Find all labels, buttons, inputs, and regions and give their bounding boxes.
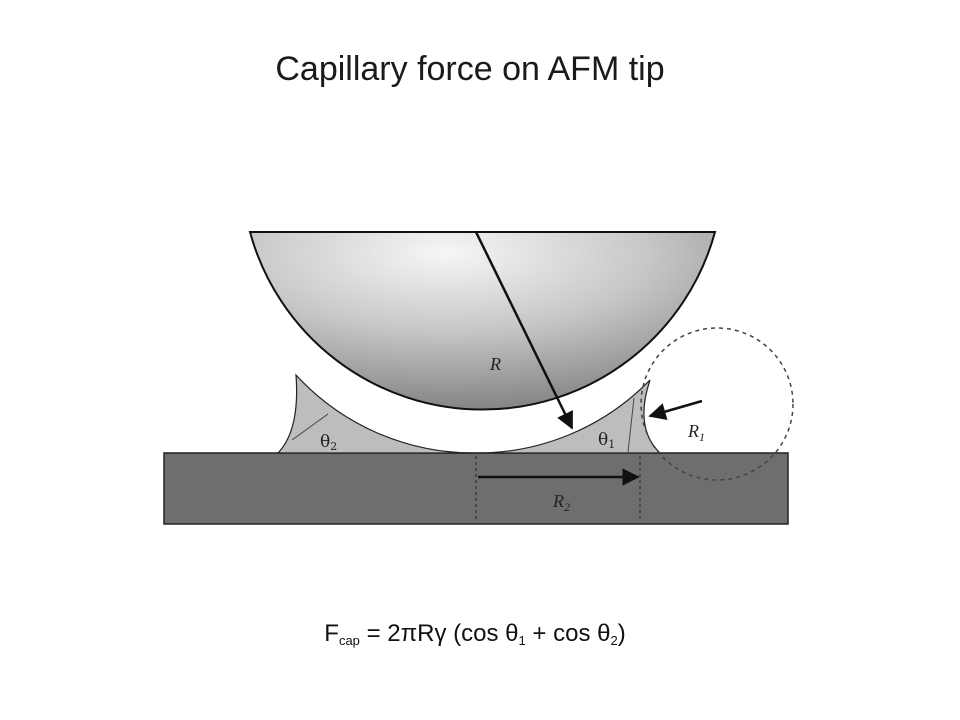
capillary-force-formula: Fcap = 2πRγ (cos θ1 + cos θ2) (0, 620, 950, 648)
formula-theta1-subscript: 1 (518, 633, 526, 648)
formula-cap-subscript: cap (338, 633, 360, 648)
formula-theta2-subscript: 2 (610, 633, 618, 648)
label-r: R (489, 354, 501, 374)
label-r2: R2 (552, 491, 570, 514)
afm-tip-sphere (248, 231, 717, 411)
slide-title: Capillary force on AFM tip (275, 50, 665, 88)
theta2-tangent (291, 413, 329, 441)
formula-part-1: = 2πRγ (cos θ (359, 620, 519, 647)
meniscus-circle (640, 327, 794, 481)
formula-f: F (324, 620, 339, 647)
label-r1: R1 (687, 421, 705, 444)
formula-part-3: ) (617, 620, 626, 647)
r1-arrow (648, 399, 703, 421)
theta1-tangent (627, 397, 635, 453)
formula-part-2: + cos θ (525, 620, 611, 647)
label-theta1: θ1 (598, 430, 615, 451)
label-theta2: θ2 (320, 432, 337, 453)
water-meniscus (276, 373, 662, 454)
radius-arrow (474, 231, 574, 430)
